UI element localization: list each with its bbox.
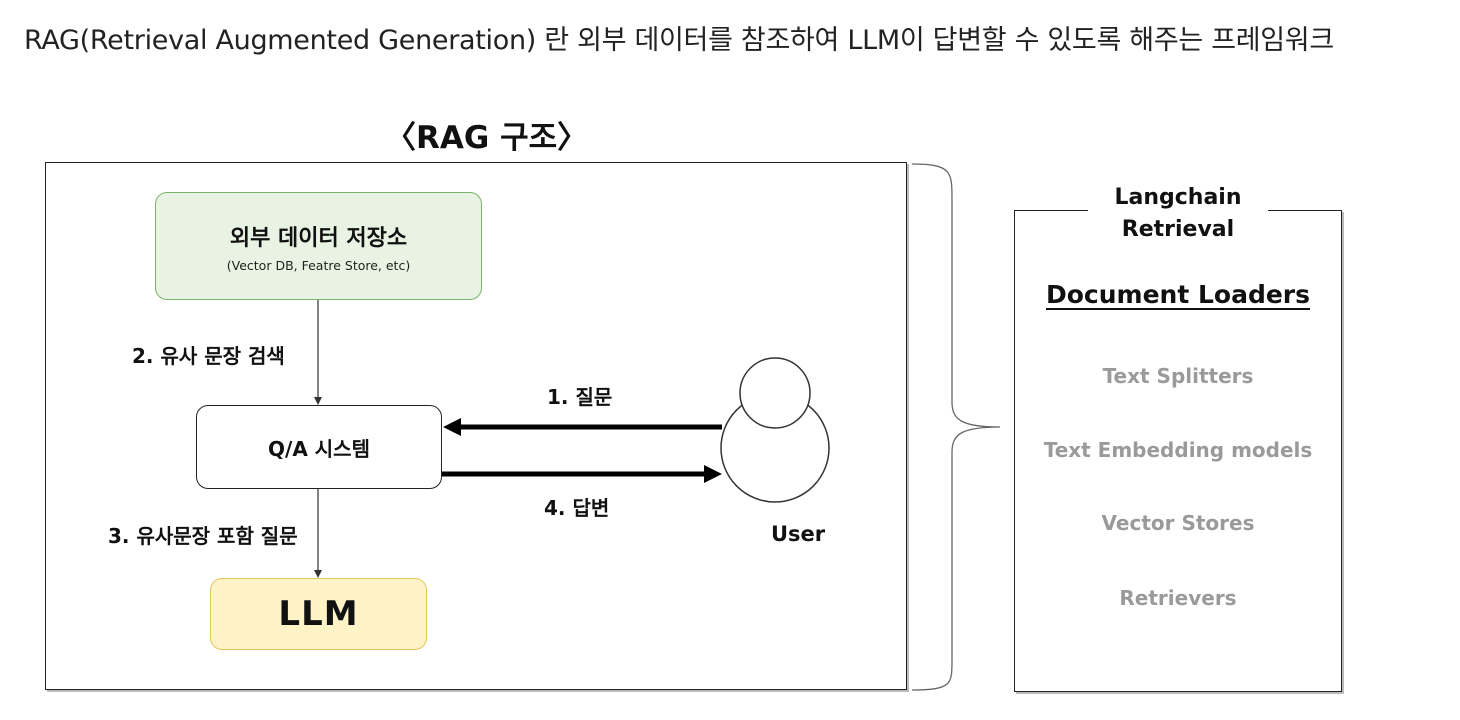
question-arrowhead	[443, 418, 461, 436]
user-label: User	[771, 522, 826, 546]
langchain-item-text-splitters: Text Splitters	[1102, 364, 1254, 388]
llm-label: LLM	[278, 594, 359, 634]
headline: RAG(Retrieval Augmented Generation) 란 외부…	[24, 25, 1334, 56]
store-title: 외부 데이터 저장소	[229, 225, 408, 251]
llm-node: LLM	[210, 578, 427, 650]
langchain-header-line1: Langchain	[1114, 185, 1242, 210]
question-label: 1. 질문	[547, 385, 613, 409]
answer-arrowhead	[704, 465, 722, 483]
langchain-item-text-embedding-models: Text Embedding models	[1043, 438, 1313, 462]
curly-brace	[911, 163, 1001, 691]
langchain-retrieval-panel	[1014, 210, 1342, 692]
llm-connector-arrowhead	[314, 570, 322, 578]
llm-query-label: 3. 유사문장 포함 질문	[108, 524, 298, 548]
store-subtitle: (Vector DB, Featre Store, etc)	[226, 257, 411, 273]
qa-system-label: Q/A 시스템	[268, 436, 370, 461]
diagram-title: 〈RAG 구조〉	[385, 120, 589, 156]
similar-sentence-search-label: 2. 유사 문장 검색	[132, 344, 285, 368]
langchain-retrieval-header: Langchain Retrieval	[1088, 182, 1268, 246]
langchain-header-line2: Retrieval	[1121, 217, 1235, 242]
search-connector-arrowhead	[314, 397, 322, 405]
answer-label: 4. 답변	[544, 496, 610, 520]
langchain-item-vector-stores: Vector Stores	[1101, 511, 1255, 535]
langchain-item-document-loaders: Document Loaders	[1045, 280, 1311, 309]
qa-system-node: Q/A 시스템	[196, 405, 442, 489]
user-icon	[720, 357, 830, 503]
external-data-store-node: 외부 데이터 저장소 (Vector DB, Featre Store, etc…	[155, 192, 482, 300]
langchain-item-retrievers: Retrievers	[1119, 586, 1237, 610]
